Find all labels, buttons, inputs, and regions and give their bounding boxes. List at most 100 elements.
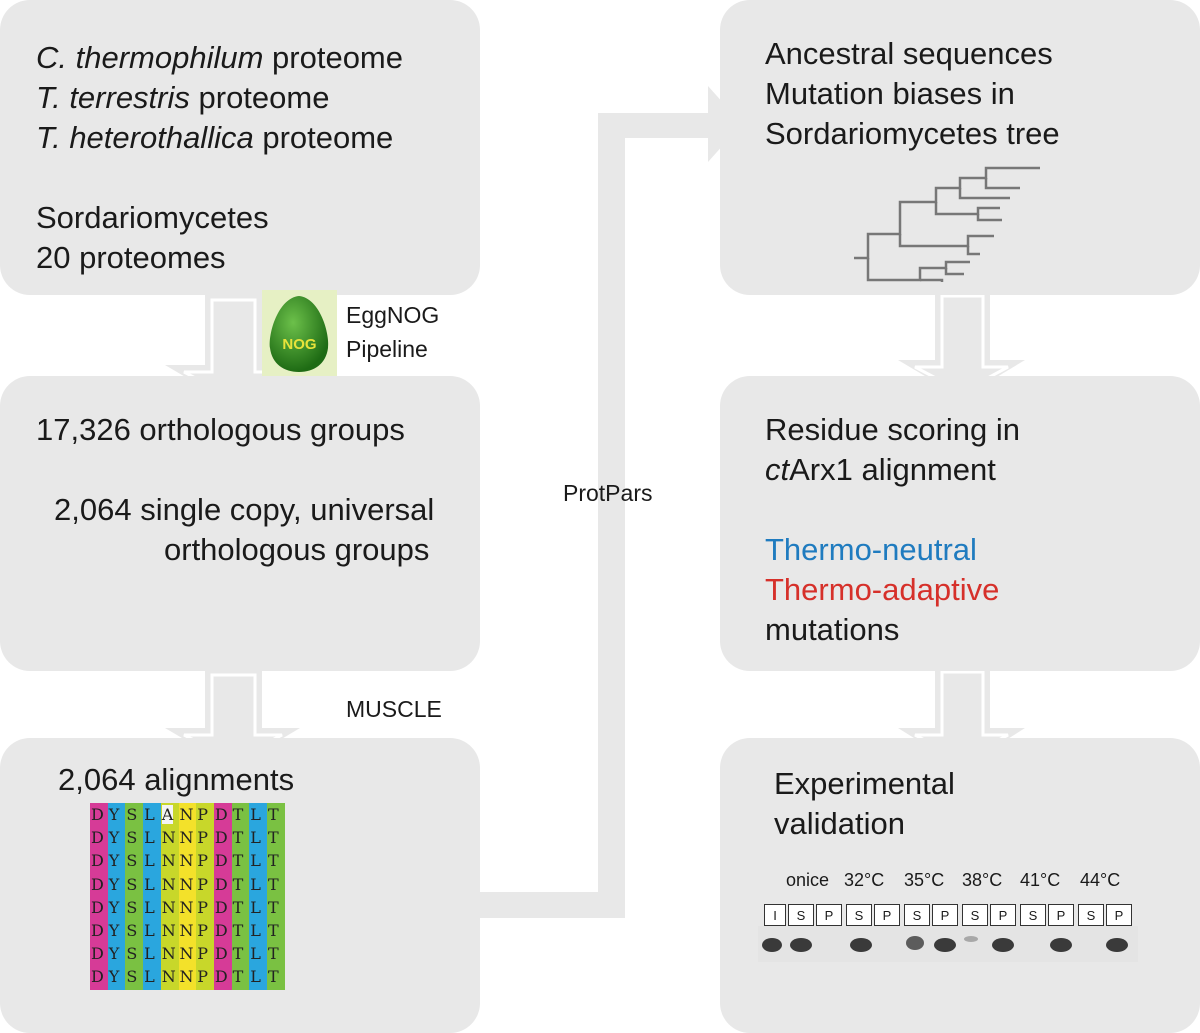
alignment-residue: N xyxy=(179,967,194,987)
alignment-residue: D xyxy=(91,828,104,848)
alignment-residue: P xyxy=(197,944,208,964)
alignment-column xyxy=(178,803,197,990)
proteome-line-1: C. thermophilum proteome xyxy=(36,40,403,75)
alignment-residue: Y xyxy=(108,897,120,917)
alignment-residue: Y xyxy=(108,944,120,964)
alignment-residue: Y xyxy=(108,921,120,940)
gel-lane-label: P xyxy=(932,904,958,926)
alignment-residue: L xyxy=(144,944,155,964)
alignment-residue: S xyxy=(126,874,138,894)
alignment-residue: L xyxy=(144,967,155,987)
alignment-residue: N xyxy=(179,851,194,871)
alignment-residue: L xyxy=(144,851,155,871)
alignment-residue: S xyxy=(126,805,138,824)
gel-band xyxy=(906,936,924,950)
alignment-residue: N xyxy=(179,921,194,940)
proteome-line-2: T. terrestris proteome xyxy=(36,80,330,115)
alignment-residue: T xyxy=(268,897,279,917)
gel-lane-label: P xyxy=(1106,904,1132,926)
residue-line-2: ctArx1 alignment xyxy=(765,452,996,487)
alignment-residue: T xyxy=(268,874,279,894)
gel-band xyxy=(964,936,978,942)
alignment-residue: L xyxy=(250,897,261,917)
gel-temperature-label: onice xyxy=(786,870,830,890)
thermo-neutral-label: Thermo-neutral xyxy=(765,532,977,567)
gel-lane-label: P xyxy=(874,904,900,926)
alignment-residue: P xyxy=(197,897,208,917)
alignments-title: 2,064 alignments xyxy=(58,762,295,797)
proteome-line-3: T. heterothallica proteome xyxy=(36,120,394,155)
alignment-residue: D xyxy=(214,805,228,824)
alignment-residue: D xyxy=(91,874,104,894)
alignment-residue: N xyxy=(179,897,194,917)
gel-band xyxy=(850,938,872,952)
alignment-residue: P xyxy=(197,921,208,940)
alignment-residue: N xyxy=(161,921,176,940)
gel-temperature-label: 35°C xyxy=(904,870,945,890)
single-copy-line: 2,064 single copy, universal xyxy=(54,492,435,527)
gel-lane-label: S xyxy=(904,904,930,926)
alignment-residue: T xyxy=(232,921,244,940)
alignment-residue: T xyxy=(232,828,244,848)
alignment-residue: D xyxy=(91,897,104,917)
alignment-residue: D xyxy=(91,805,104,824)
alignment-residue: D xyxy=(91,851,104,871)
alignment-residue: L xyxy=(144,874,155,894)
gel-lane-label: S xyxy=(1078,904,1104,926)
gel-band xyxy=(762,938,782,952)
alignment-residue: L xyxy=(144,921,155,940)
alignment-residue: Y xyxy=(108,967,120,987)
eggnog-logo-text: NOG xyxy=(282,336,317,353)
ancestral-line-2: Mutation biases in xyxy=(765,76,1015,111)
alignment-residue: S xyxy=(126,897,138,917)
alignment-column xyxy=(125,803,144,990)
gel-lane-label: I xyxy=(764,904,786,926)
gel-band xyxy=(934,938,956,952)
alignment-residue: P xyxy=(197,851,208,871)
gel-lane-label: P xyxy=(990,904,1016,926)
alignment-residue: D xyxy=(214,828,228,848)
alignment-residue: L xyxy=(250,944,261,964)
alignment-residue: D xyxy=(214,944,228,964)
alignment-residue: N xyxy=(161,944,176,964)
alignment-residue: D xyxy=(91,944,104,964)
alignment-residue: T xyxy=(232,851,244,871)
alignment-residue: D xyxy=(214,921,228,940)
alignment-residue: Y xyxy=(108,828,120,848)
arrow-protpars xyxy=(470,86,742,918)
gel-lane-label: P xyxy=(1048,904,1074,926)
single-copy-line-2: orthologous groups xyxy=(164,532,430,567)
alignment-residue: N xyxy=(161,851,176,871)
alignment-column xyxy=(196,803,215,990)
residue-line-1: Residue scoring in xyxy=(765,412,1021,447)
alignment-residue: T xyxy=(268,944,279,964)
alignment-residue: N xyxy=(161,897,176,917)
alignment-residue: Y xyxy=(108,874,120,894)
alignment-residue: T xyxy=(268,805,279,824)
alignment-residue: L xyxy=(250,967,261,987)
alignment-residue: L xyxy=(250,805,261,824)
alignment-residue: T xyxy=(232,897,244,917)
alignment-residue: D xyxy=(91,921,104,940)
alignment-residue: L xyxy=(144,828,155,848)
alignment-column xyxy=(90,803,109,990)
alignment-residue: N xyxy=(179,805,194,824)
alignment-residue: L xyxy=(144,805,155,824)
alignment-residue: N xyxy=(161,828,176,848)
gel-lane-label: S xyxy=(788,904,814,926)
alignment-residue: T xyxy=(232,967,244,987)
sordariomycetes-label: Sordariomycetes xyxy=(36,200,269,235)
alignment-residue: L xyxy=(250,874,261,894)
alignment-residue: D xyxy=(214,897,228,917)
alignment-residue: L xyxy=(250,921,261,940)
gel-lane-label: S xyxy=(962,904,988,926)
alignment-residue: S xyxy=(126,851,138,871)
alignment-column xyxy=(231,803,250,990)
alignment-residue: T xyxy=(268,921,279,940)
alignment-residue: A xyxy=(161,805,174,824)
ancestral-line-3: Sordariomycetes tree xyxy=(765,116,1060,151)
alignment-residue: D xyxy=(214,874,228,894)
mutations-label: mutations xyxy=(765,612,900,647)
